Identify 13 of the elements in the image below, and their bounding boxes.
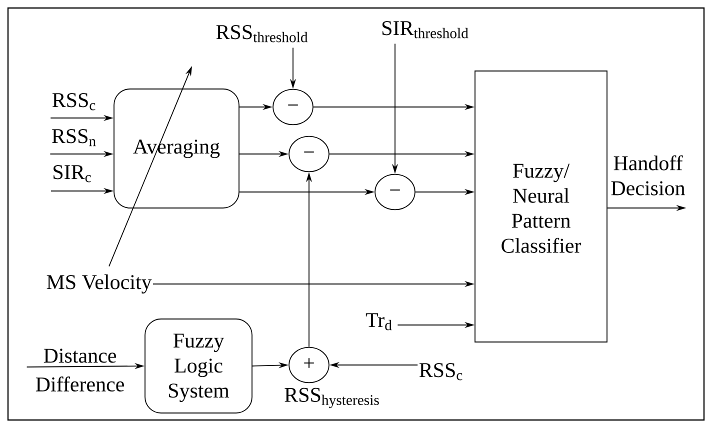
input-label: Tr$_{d}$ <box>366 313 392 330</box>
input-label: RSS$_{c}$ <box>52 93 96 110</box>
input-label: RSS$_{n}$ <box>52 129 96 146</box>
input-label: SIR$_{c}$ <box>54 165 91 182</box>
input-label: $\mathrm{RSS}_{\mathrm{threshold}}$ <box>216 25 308 42</box>
signal-label: $\mathrm{RSS}_{\mathrm{hysteresis}}$ <box>284 388 379 408</box>
fuzzy-logic-box: Fuzzy Logic System <box>144 318 252 414</box>
input-label: RSS$_{c}$ <box>419 363 462 380</box>
input-label: MS Velocity <box>46 274 152 294</box>
input-label: $\mathrm{SIR}_{\mathrm{threshold}}$ <box>382 21 468 38</box>
classifier-box: Fuzzy/ Neural Pattern Classifier <box>474 70 608 342</box>
output-label: Handoff Decision <box>611 155 685 196</box>
input-label: Distance Difference <box>36 348 124 392</box>
